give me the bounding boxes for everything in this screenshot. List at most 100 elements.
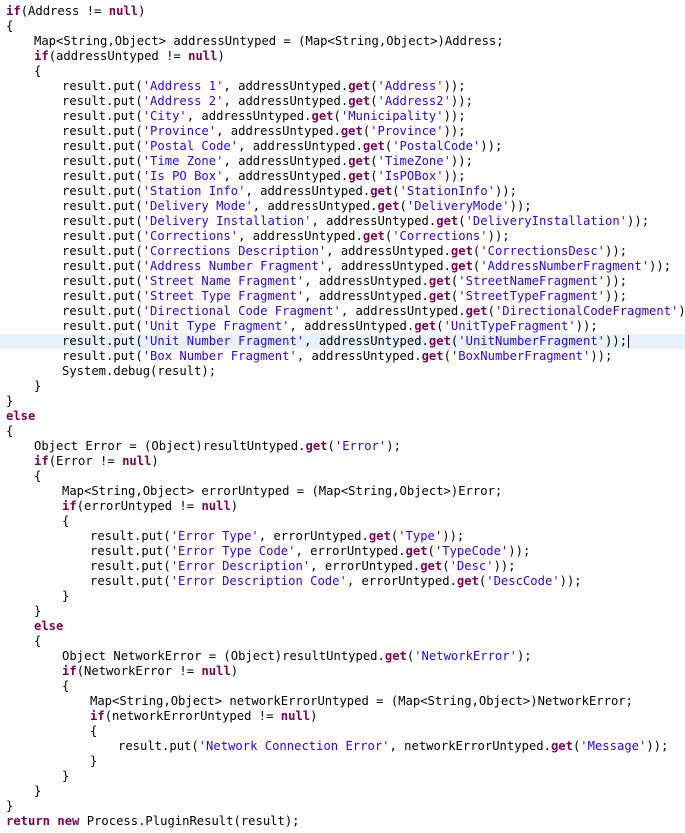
code-token: , addressUntyped. (340, 304, 466, 318)
code-line[interactable]: Map<String,Object> addressUntyped = (Map… (0, 34, 685, 49)
code-line[interactable]: result.put('Province', addressUntyped.ge… (0, 124, 685, 139)
code-token: )); (605, 244, 628, 258)
code-token: )); (649, 259, 672, 273)
code-token: result.put( (62, 289, 143, 303)
code-line[interactable]: result.put('Box Number Fragment', addres… (0, 349, 685, 364)
keyword-token: get (362, 139, 385, 153)
code-token: (errorUntyped != (76, 499, 202, 513)
code-line[interactable]: result.put('Is PO Box', addressUntyped.g… (0, 169, 685, 184)
code-line[interactable]: Object Error = (Object)resultUntyped.get… (0, 439, 685, 454)
code-line[interactable]: Map<String,Object> errorUntyped = (Map<S… (0, 484, 685, 499)
string-literal-token: 'DeliveryMode' (406, 199, 510, 213)
code-token: , addressUntyped. (216, 124, 341, 138)
code-line[interactable]: result.put('Address Number Fragment', ad… (0, 259, 685, 274)
code-line[interactable]: result.put('Address 2', addressUntyped.g… (0, 94, 685, 109)
code-line[interactable]: result.put('Error Type', errorUntyped.ge… (0, 529, 685, 544)
code-line[interactable]: } (0, 784, 685, 799)
code-token: result.put( (90, 559, 171, 573)
code-line[interactable]: result.put('Error Description', errorUnt… (0, 559, 685, 574)
code-token: ( (362, 124, 371, 138)
code-line[interactable]: System.debug(result); (0, 364, 685, 379)
string-literal-token: 'Station Info' (142, 184, 246, 198)
code-line[interactable]: if(NetworkError != null) (0, 664, 685, 679)
code-line[interactable]: Map<String,Object> networkErrorUntyped =… (0, 694, 685, 709)
code-line[interactable]: result.put('Address 1', addressUntyped.g… (0, 79, 685, 94)
code-line[interactable]: else (0, 409, 685, 424)
code-line[interactable]: result.put('Street Type Fragment', addre… (0, 289, 685, 304)
string-literal-token: 'Delivery Installation' (142, 214, 312, 228)
code-line[interactable]: } (0, 799, 685, 814)
code-token: )); (494, 184, 517, 198)
code-line[interactable]: { (0, 469, 685, 484)
code-token: ( (370, 79, 378, 93)
code-line[interactable]: result.put('Corrections Description', ad… (0, 244, 685, 259)
code-token: )); (605, 334, 628, 348)
string-literal-token: 'Box Number Fragment' (142, 349, 297, 363)
code-token: Process.PluginResult(result); (79, 814, 300, 828)
code-line[interactable]: else (0, 619, 685, 634)
code-token: )); (443, 79, 466, 93)
code-line[interactable]: if(networkErrorUntyped != null) (0, 709, 685, 724)
string-literal-token: 'Unit Type Fragment' (142, 319, 290, 333)
code-line[interactable]: result.put('Delivery Installation', addr… (0, 214, 685, 229)
code-line[interactable]: if(Error != null) (0, 454, 685, 469)
code-line[interactable]: } (0, 379, 685, 394)
string-literal-token: 'IsPOBox' (377, 169, 444, 183)
string-literal-token: 'City' (142, 109, 187, 123)
code-line[interactable]: { (0, 634, 685, 649)
code-line[interactable]: result.put('City', addressUntyped.get('M… (0, 109, 685, 124)
code-token: , errorUntyped. (310, 559, 421, 573)
keyword-token: if (62, 664, 77, 678)
code-line[interactable]: } (0, 604, 685, 619)
code-line[interactable]: result.put('Street Name Fragment', addre… (0, 274, 685, 289)
code-token: )); (443, 109, 466, 123)
string-literal-token: 'Error Description' (170, 559, 311, 573)
string-literal-token: 'Address2' (377, 94, 451, 108)
code-line[interactable]: } (0, 754, 685, 769)
code-token: ( (370, 154, 378, 168)
code-line[interactable]: { (0, 514, 685, 529)
code-token: , errorUntyped. (346, 574, 457, 588)
code-line[interactable]: } (0, 769, 685, 784)
code-line[interactable]: if(Address != null) (0, 4, 685, 19)
code-token: { (62, 514, 70, 528)
code-token: Object Error = (Object)resultUntyped. (34, 439, 306, 453)
string-literal-token: 'UnitTypeFragment' (443, 319, 576, 333)
code-line[interactable]: { (0, 424, 685, 439)
code-line[interactable]: result.put('Postal Code', addressUntyped… (0, 139, 685, 154)
code-token: ( (487, 304, 495, 318)
code-line[interactable]: { (0, 679, 685, 694)
string-literal-token: 'Province' (370, 124, 444, 138)
code-line[interactable]: result.put('Delivery Mode', addressUntyp… (0, 199, 685, 214)
code-line[interactable]: { (0, 64, 685, 79)
code-token: )); (509, 199, 532, 213)
code-line[interactable]: } (0, 394, 685, 409)
keyword-token: get (436, 214, 459, 228)
keyword-token: get (311, 109, 334, 123)
code-line[interactable]: result.put('Directional Code Fragment', … (0, 304, 685, 319)
code-line[interactable]: { (0, 19, 685, 34)
code-token: result.put( (90, 574, 171, 588)
code-line[interactable]: return new Process.PluginResult(result); (0, 814, 685, 829)
code-line[interactable]: if(errorUntyped != null) (0, 499, 685, 514)
code-line[interactable]: result.put('Corrections', addressUntyped… (0, 229, 685, 244)
code-line[interactable]: result.put('Time Zone', addressUntyped.g… (0, 154, 685, 169)
code-line[interactable]: result.put('Error Type Code', errorUntyp… (0, 544, 685, 559)
code-line[interactable]: Object NetworkError = (Object)resultUnty… (0, 649, 685, 664)
code-token: result.put( (62, 274, 143, 288)
code-token: ( (384, 139, 393, 153)
code-line[interactable]: result.put('Unit Number Fragment', addre… (0, 334, 685, 349)
code-line[interactable]: result.put('Network Connection Error', n… (0, 739, 685, 754)
code-line[interactable]: } (0, 589, 685, 604)
code-line[interactable]: if(addressUntyped != null) (0, 49, 685, 64)
string-literal-token: 'Postal Code' (142, 139, 239, 153)
code-token: } (62, 769, 70, 783)
code-line[interactable]: result.put('Station Info', addressUntype… (0, 184, 685, 199)
code-line[interactable]: result.put('Error Description Code', err… (0, 574, 685, 589)
code-line[interactable]: result.put('Unit Type Fragment', address… (0, 319, 685, 334)
code-token: , errorUntyped. (295, 544, 406, 558)
code-line[interactable]: { (0, 724, 685, 739)
code-token: { (90, 724, 98, 738)
string-literal-token: 'Corrections Description' (142, 244, 327, 258)
